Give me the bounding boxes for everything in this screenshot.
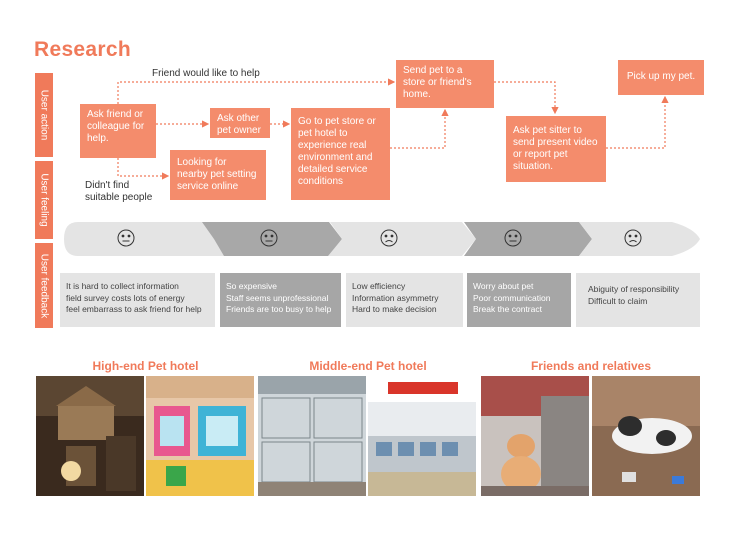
box-looking: Looking for nearby pet setting service o… xyxy=(170,150,266,200)
feedback-line: Poor communication xyxy=(473,292,551,303)
label-high-end-hotel: High-end Pet hotel xyxy=(92,359,199,373)
box-ask-owner: Ask other pet owner xyxy=(210,108,270,138)
row-label-user-feedback: User feedback xyxy=(35,243,53,328)
feeling-segment-2 xyxy=(202,222,342,256)
feedback-line: Low efficiency xyxy=(352,281,406,291)
feedback-line: Staff seems unprofessional xyxy=(226,292,329,303)
box-go-store: Go to pet store or pet hotel to experien… xyxy=(291,108,390,200)
feeling-segment-5 xyxy=(579,222,700,256)
feedback-line: feel embarrass to ask friend for help xyxy=(66,304,202,314)
arrow-to-looking xyxy=(117,158,170,180)
arrow-friend-help xyxy=(117,78,396,104)
photo-middle-end-1 xyxy=(258,376,366,496)
feeling-band xyxy=(64,222,700,256)
row-label-user-action: User action xyxy=(35,73,53,157)
feedback-line: So expensive xyxy=(226,281,278,291)
feeling-segment-3 xyxy=(328,222,476,256)
photo-friends-1 xyxy=(481,376,589,496)
photo-high-end-2 xyxy=(146,376,254,496)
feedback-block-4: Worry about pet Poor communication Break… xyxy=(467,273,571,327)
feedback-line: Break the contract xyxy=(473,304,542,314)
feedback-block-5: Abiguity of responsibility Difficult to … xyxy=(576,273,700,327)
neutral-face-icon xyxy=(117,229,135,247)
photo-middle-end-2 xyxy=(368,376,476,496)
feedback-line: Hard to make decision xyxy=(352,304,437,314)
label-friends-relatives: Friends and relatives xyxy=(530,359,652,373)
feedback-line: field survey costs lots of energy xyxy=(66,292,185,303)
box-pickup: Pick up my pet. xyxy=(618,60,704,95)
face-icons xyxy=(117,229,642,247)
feedback-block-3: Low efficiency Information asymmetry Har… xyxy=(346,273,463,327)
arrow-to-pickup xyxy=(606,95,669,149)
neutral-face-icon xyxy=(504,229,522,247)
feeling-segment-4 xyxy=(464,222,592,256)
sad-face-icon xyxy=(624,229,642,247)
row-label-user-feeling: User feeling xyxy=(35,161,53,239)
arrow-to-send-pet xyxy=(390,108,449,149)
box-ask-sitter: Ask pet sitter to send present video or … xyxy=(506,116,606,182)
photo-high-end-1 xyxy=(36,376,144,496)
friend-help-text: Friend would like to help xyxy=(152,68,260,79)
feeling-segment-1 xyxy=(64,222,230,256)
page-title: Research xyxy=(34,38,131,61)
photo-friends-2 xyxy=(592,376,700,496)
sad-face-icon xyxy=(380,229,398,247)
feedback-line: Friends are too busy to help xyxy=(226,304,332,314)
neutral-face-icon xyxy=(260,229,278,247)
feedback-line: It is hard to collect information xyxy=(66,281,179,291)
feedback-line: Abiguity of responsibility xyxy=(588,284,680,294)
feedback-line: Worry about pet xyxy=(473,281,534,291)
didnt-find-text: Didn't find suitable people xyxy=(85,180,153,203)
box-send-pet: Send pet to a store or friend's home. xyxy=(396,60,494,108)
label-middle-end-hotel: Middle-end Pet hotel xyxy=(309,359,427,373)
arrow-to-ask-sitter xyxy=(494,81,559,115)
feedback-block-1: It is hard to collect information field … xyxy=(60,273,215,327)
feedback-block-2: So expensive Staff seems unprofessional … xyxy=(220,273,341,327)
feedback-line: Difficult to claim xyxy=(588,295,648,306)
box-ask-friend: Ask friend or colleague for help. xyxy=(80,104,156,158)
feedback-line: Information asymmetry xyxy=(352,292,439,303)
